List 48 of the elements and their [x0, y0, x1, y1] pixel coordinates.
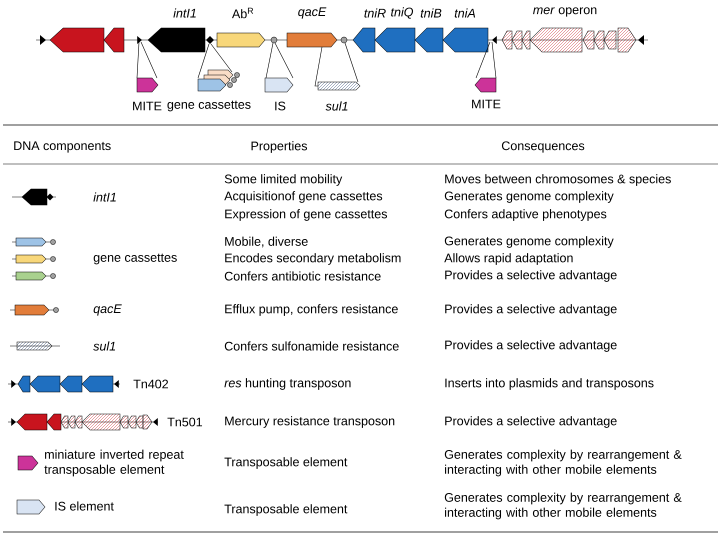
insertion-label: sul1 — [326, 101, 348, 111]
table-cell: Generates complexity by rearrangement & interacting with other mobile elements — [444, 492, 682, 520]
table-cell: gene cassettes — [94, 254, 177, 264]
table-cell: Efflux pump, confers resistance — [225, 304, 398, 316]
table-cell: Confers adaptive phenotypes — [444, 209, 606, 221]
table-cell: Some limited mobility — [224, 174, 342, 186]
insertion-label: MITE — [472, 100, 500, 108]
gene-label: Ab$^{R}$ — [232, 8, 254, 18]
table-cell: Mobile, diverse — [225, 236, 308, 248]
gene-label: tniB — [420, 8, 442, 18]
table-cell: Acquisitionof gene cassettes — [224, 191, 382, 203]
table-cell: Provides a selective advantage — [445, 270, 617, 282]
table-cell: Tn402 — [133, 380, 168, 388]
table-cell: Provides a selective advantage — [445, 416, 617, 428]
gene-label: intI1 — [173, 8, 196, 18]
table-cell: Encodes secondary metabolism — [225, 253, 400, 265]
insertion-label: IS — [275, 102, 286, 110]
table-cell: miniature inverted repeat transposable element — [44, 450, 184, 476]
table-cell: Tn501 — [167, 418, 202, 426]
column-header: Consequences — [502, 141, 584, 153]
insertion-label: MITE — [133, 102, 162, 110]
table-cell: Provides a selective advantage — [445, 340, 617, 352]
gene-label: qacE — [298, 7, 326, 19]
gene-label: mer operon — [533, 7, 596, 17]
table-cell: Expression of gene cassettes — [225, 209, 388, 221]
table-cell: Generates genome complexity — [444, 236, 614, 248]
table-cell: res hunting transposon — [224, 378, 351, 390]
table-cell: Allows rapid adaptation — [444, 253, 573, 265]
table-cell: Mercury resistance transposon — [225, 416, 394, 428]
table-cell: Provides a selective advantage — [445, 304, 617, 316]
table-cell: IS element — [55, 501, 114, 511]
table-cell: Transposable element — [224, 457, 348, 469]
table-cell: Inserts into plasmids and transposons — [445, 378, 654, 390]
table-cell: Transposable element — [224, 504, 348, 516]
table-cell: Confers antibiotic resistance — [224, 271, 381, 281]
table-cell: sul1 — [93, 341, 116, 351]
table-cell: intI1 — [93, 192, 116, 202]
gene-label: tniQ — [391, 7, 414, 19]
column-header: DNA components — [14, 141, 111, 153]
column-header: Properties — [252, 141, 308, 153]
table-cell: Generates complexity by rearrangement & interacting with other mobile elements — [444, 450, 682, 476]
insertion-label: gene cassettes — [167, 100, 251, 112]
table-cell: Confers sulfonamide resistance — [224, 341, 399, 351]
table-cell: Moves between chromosomes & species — [445, 174, 671, 186]
gene-label: tniA — [454, 8, 476, 18]
table-cell: qacE — [94, 304, 122, 316]
gene-label: tniR — [364, 8, 386, 18]
table-cell: Generates genome complexity — [444, 191, 614, 203]
